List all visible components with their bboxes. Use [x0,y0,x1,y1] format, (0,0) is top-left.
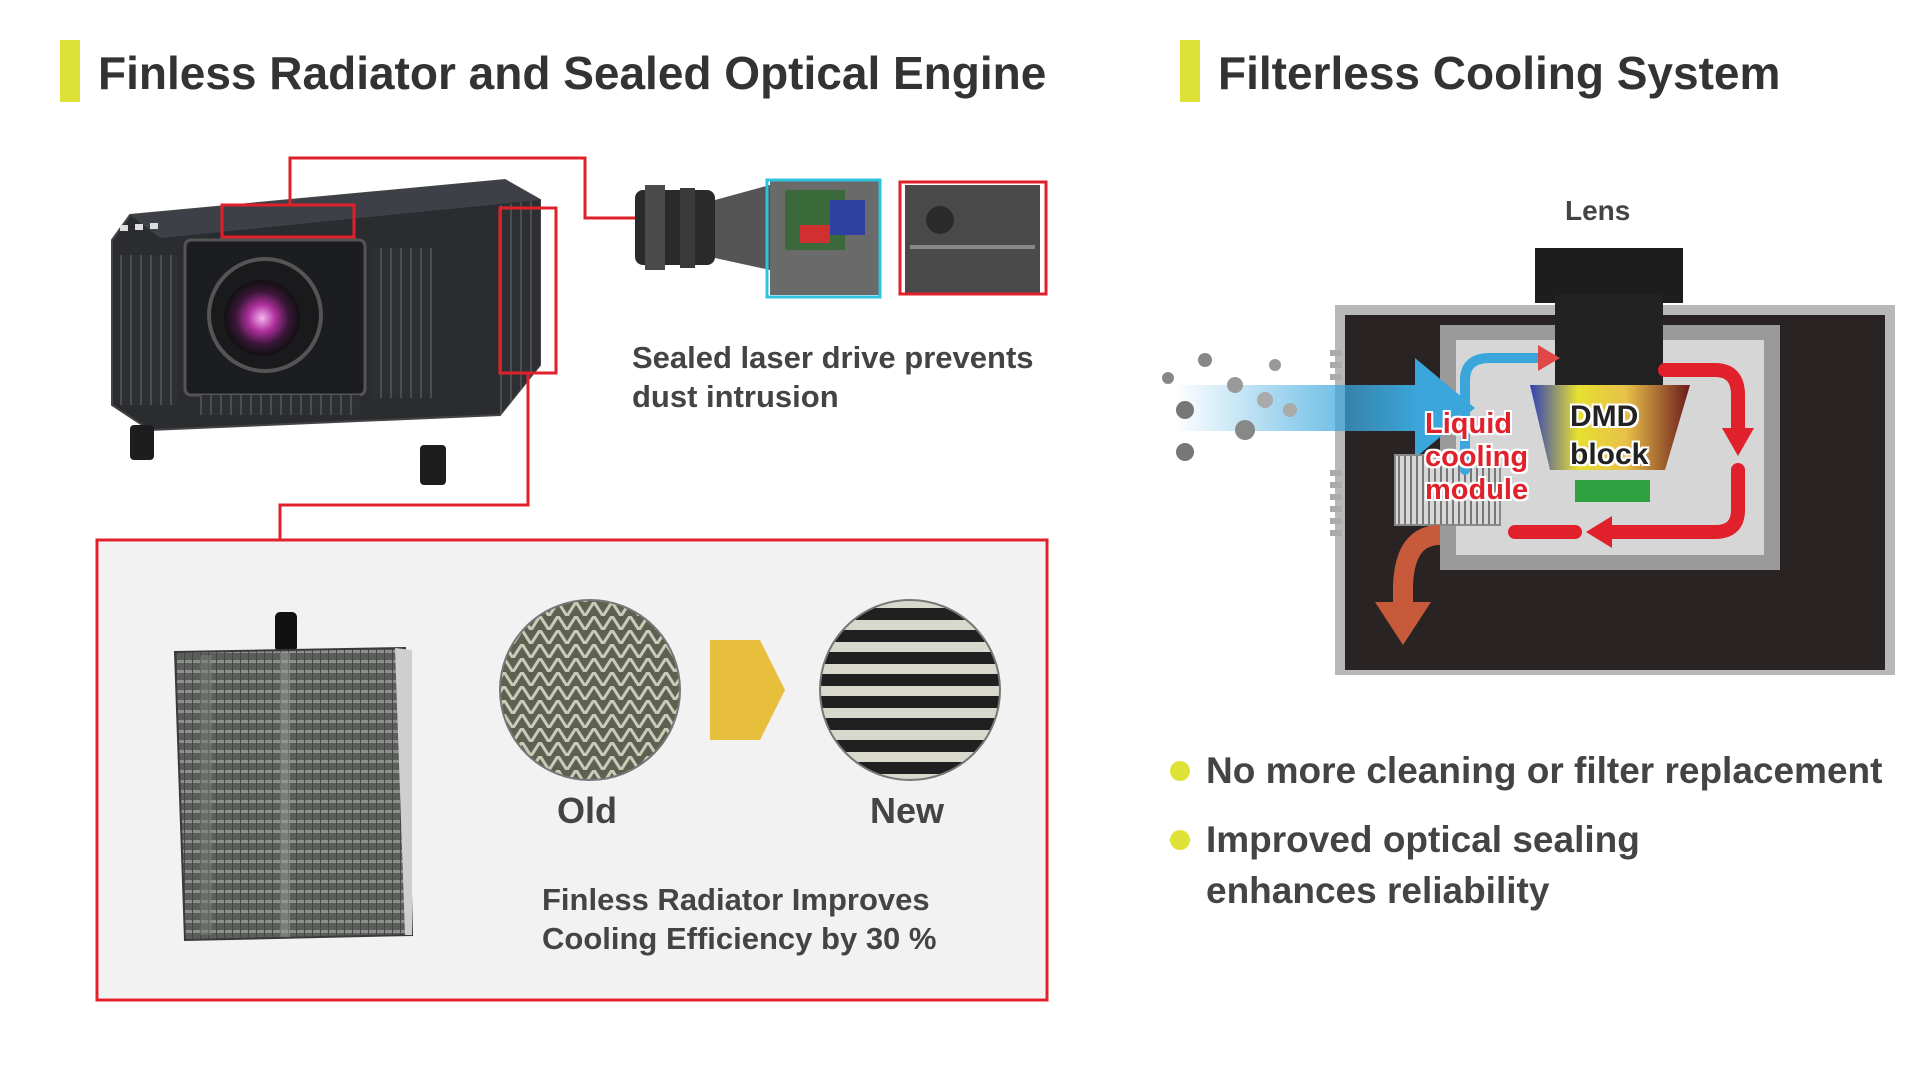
left-heading-text: Finless Radiator and Sealed Optical Engi… [98,47,1047,99]
airflow-out [1375,525,1441,645]
accent-bar [60,40,80,102]
label-line: module [1425,474,1529,506]
caption-line: Cooling Efficiency by 30 % [542,921,937,956]
housing-vents [1330,350,1342,536]
projector-illustration [111,178,541,485]
label-line: Liquid [1425,408,1512,440]
accent-bar [1180,40,1200,102]
lens-barrel [1535,248,1683,303]
right-heading-text: Filterless Cooling System [1218,47,1781,99]
bullet-item: Improved optical sealing enhances reliab… [1170,814,1910,916]
caption-line: Sealed laser drive prevents [632,340,1034,375]
label-line: block [1570,438,1649,471]
bullet-item: No more cleaning or filter replacement [1170,745,1910,796]
cyan-highlight-box [765,178,882,299]
bullet-text: Improved optical sealing enhances reliab… [1206,819,1640,911]
comparison-arrow [710,640,785,740]
new-fins-circle [819,599,1001,781]
caption-line: dust intrusion [632,379,839,414]
label-line: cooling [1425,441,1529,473]
dmd-green-plate [1575,480,1650,502]
optical-engine-illustration [635,180,1040,295]
lens-barrel-lower [1555,295,1663,390]
airflow-in [1162,353,1475,461]
liquid-cooling-label: Liquid cooling module [1425,408,1528,507]
callout-lines [95,156,1049,1002]
internal-airflow [1460,345,1754,548]
benefits-list: No more cleaning or filter replacement I… [1170,745,1910,934]
lens-label: Lens [1565,195,1631,226]
sealed-drive-caption: Sealed laser drive prevents dust intrusi… [632,338,1034,416]
bullet-text: No more cleaning or filter replacement [1206,750,1883,791]
dmd-block [1530,385,1690,470]
radiator-caption: Finless Radiator Improves Cooling Effici… [542,880,936,958]
radiator-illustration [173,612,414,942]
old-label: Old [557,790,617,831]
dmd-block-label: DMD block [1570,398,1648,474]
caption-line: Finless Radiator Improves [542,882,930,917]
bullet-dot-icon [1170,830,1190,850]
old-fins-circle [499,599,681,781]
label-line: DMD [1570,400,1639,433]
liquid-cooling-module [1394,454,1501,526]
bullet-dot-icon [1170,761,1190,781]
new-label: New [870,790,945,831]
red-highlight-box [898,180,1048,296]
